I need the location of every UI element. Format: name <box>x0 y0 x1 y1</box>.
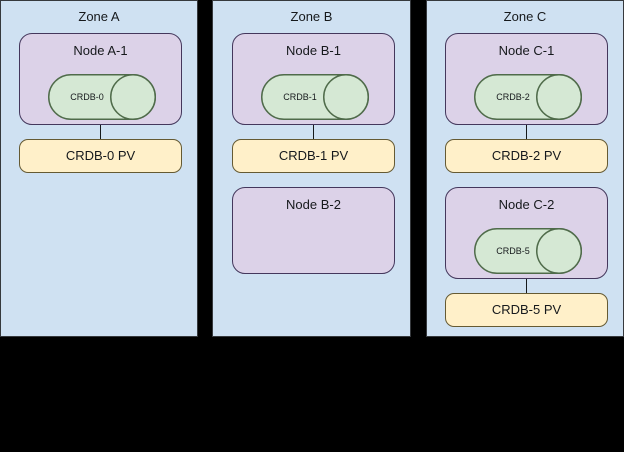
pv-crdb-0-label: CRDB-0 PV <box>65 148 136 163</box>
node-b-2-title: Node B-2 <box>286 197 341 212</box>
zone-b-title: Zone B <box>290 9 333 24</box>
node-c-1-title: Node C-1 <box>498 43 555 58</box>
cylinder-shape-icon <box>48 74 156 120</box>
node-c-2-title: Node C-2 <box>498 197 555 212</box>
node-c-1-container[interactable]: Node C-1 CRDB-2 <box>445 33 608 125</box>
pv-crdb-5-container[interactable]: CRDB-5 PV <box>445 293 608 327</box>
database-cylinder-crdb-0[interactable]: CRDB-0 <box>48 74 156 120</box>
node-b-1-title: Node B-1 <box>286 43 341 58</box>
database-cylinder-crdb-5[interactable]: CRDB-5 <box>474 228 582 274</box>
node-c-2-container[interactable]: Node C-2 CRDB-5 <box>445 187 608 279</box>
node-b-2-container[interactable]: Node B-2 <box>232 187 395 274</box>
cylinder-shape-icon <box>474 228 582 274</box>
connector-node-b-1-to-crdb-1-pv <box>313 125 314 139</box>
pv-crdb-1-container[interactable]: CRDB-1 PV <box>232 139 395 173</box>
pv-crdb-0-container[interactable]: CRDB-0 PV <box>19 139 182 173</box>
zone-c-container[interactable]: Zone C Node C-1 CRDB-2 CRDB-2 PV Node C-… <box>426 0 624 337</box>
connector-node-c-2-to-crdb-5-pv <box>526 279 527 293</box>
zone-a-title: Zone A <box>78 9 120 24</box>
connector-node-a-1-to-crdb-0-pv <box>100 125 101 139</box>
zone-b-container[interactable]: Zone B Node B-1 CRDB-1 CRDB-1 PV Node B-… <box>212 0 411 337</box>
pv-crdb-2-label: CRDB-2 PV <box>491 148 562 163</box>
pv-crdb-5-label: CRDB-5 PV <box>491 302 562 317</box>
database-cylinder-crdb-2[interactable]: CRDB-2 <box>474 74 582 120</box>
zone-c-title: Zone C <box>503 9 547 24</box>
cylinder-shape-icon <box>474 74 582 120</box>
database-cylinder-crdb-1[interactable]: CRDB-1 <box>261 74 369 120</box>
connector-node-c-1-to-crdb-2-pv <box>526 125 527 139</box>
node-b-1-container[interactable]: Node B-1 CRDB-1 <box>232 33 395 125</box>
pv-crdb-2-container[interactable]: CRDB-2 PV <box>445 139 608 173</box>
cylinder-shape-icon <box>261 74 369 120</box>
node-a-1-container[interactable]: Node A-1 CRDB-0 <box>19 33 182 125</box>
node-a-1-title: Node A-1 <box>73 43 128 58</box>
zone-a-container[interactable]: Zone A Node A-1 CRDB-0 CRDB-0 PV <box>0 0 198 337</box>
pv-crdb-1-label: CRDB-1 PV <box>278 148 349 163</box>
